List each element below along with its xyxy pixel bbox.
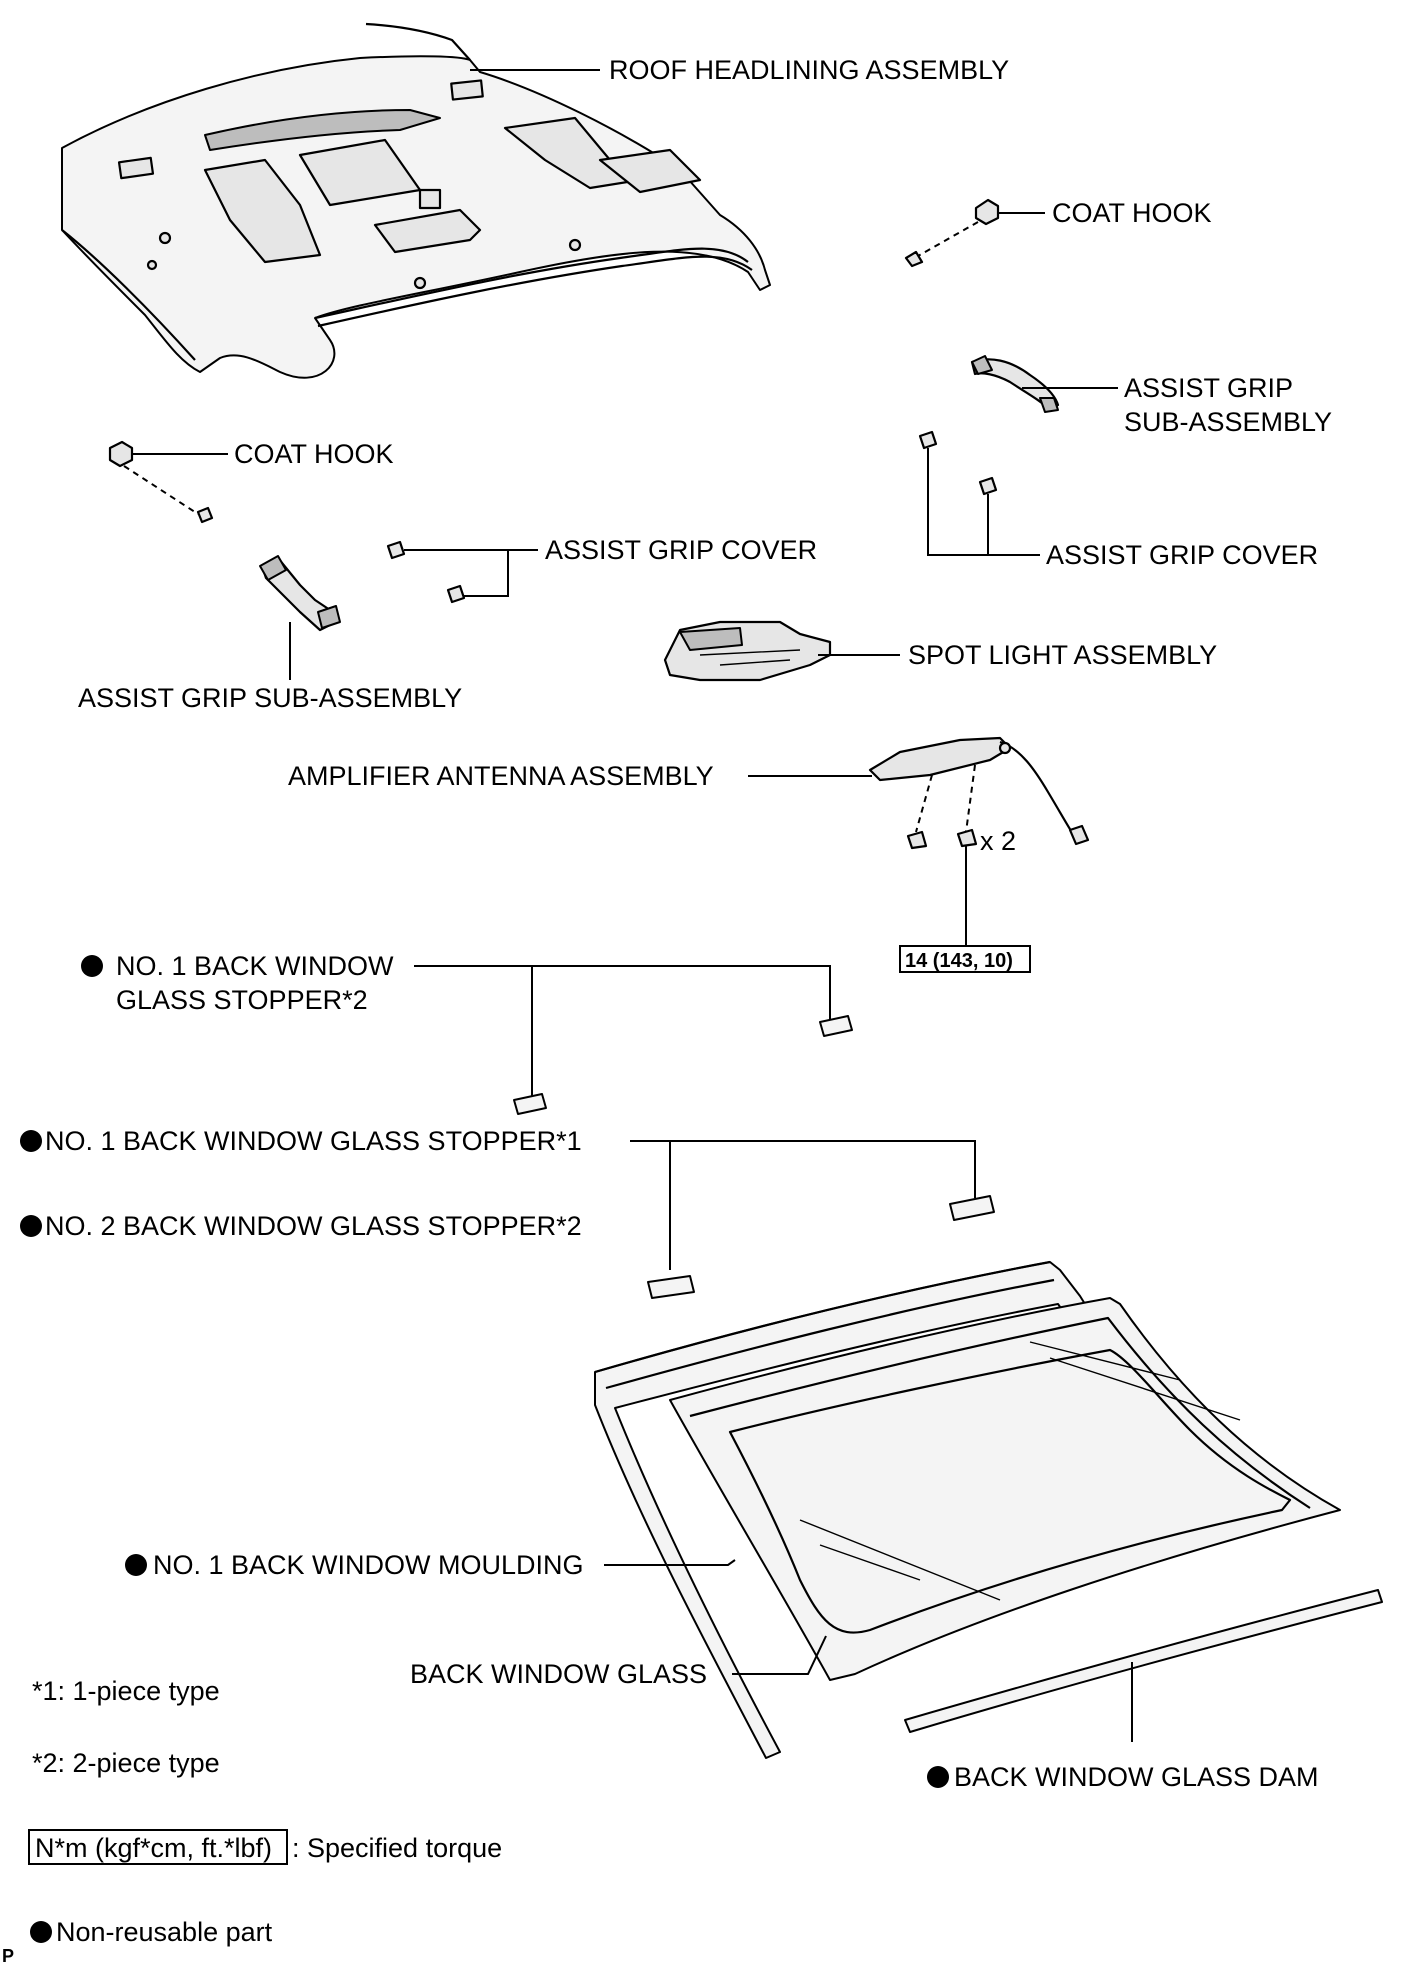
legend-torque-desc: : Specified torque	[292, 1833, 502, 1863]
stopper-no1-1pc-label: NO. 1 BACK WINDOW GLASS STOPPER*1	[45, 1126, 582, 1156]
stopper-no2-2pc-drawing	[647, 1275, 695, 1299]
legend-nonreusable-label: Non-reusable part	[56, 1917, 273, 1947]
assist-grip-cover-left-leader	[404, 549, 538, 597]
nonreusable-mark-glass-dam	[927, 1766, 949, 1788]
stopper-no1-2pc-leader	[414, 965, 831, 1098]
assist-grip-right-drawing	[970, 355, 1060, 413]
roof-headlining-drawing	[61, 22, 771, 379]
back-window-glass-leader	[732, 1635, 827, 1675]
assist-grip-cover-right-leader	[927, 448, 1040, 556]
assist-grip-right-label-2: SUB-ASSEMBLY	[1124, 407, 1332, 437]
assist-grip-left-drawing	[259, 555, 341, 632]
assist-grip-cover-right-label: ASSIST GRIP COVER	[1046, 540, 1318, 570]
spot-light-drawing	[663, 620, 832, 682]
glass-dam-label: BACK WINDOW GLASS DAM	[954, 1762, 1319, 1792]
moulding-label: NO. 1 BACK WINDOW MOULDING	[153, 1550, 584, 1580]
coat-hook-right-label: COAT HOOK	[1052, 198, 1212, 228]
legend-torque-unit: N*m (kgf*cm, ft.*lbf)	[35, 1833, 272, 1863]
nonreusable-mark-moulding	[125, 1554, 147, 1576]
coat-hook-right-drawing	[904, 198, 1000, 268]
nonreusable-mark-stopper-no1-1pc	[20, 1130, 42, 1152]
stopper-no1-1pc-upper	[949, 1195, 995, 1221]
nonreusable-mark-stopper-no1-2pc	[81, 955, 103, 977]
stopper-no1-2pc-lower	[513, 1093, 547, 1115]
amplifier-antenna-label: AMPLIFIER ANTENNA ASSEMBLY	[288, 761, 714, 791]
legend-nonreusable-mark	[30, 1921, 52, 1943]
torque-spec-value: 14 (143, 10)	[905, 950, 1013, 972]
stopper-no1-2pc-label-2: GLASS STOPPER*2	[116, 985, 368, 1015]
spot-light-label: SPOT LIGHT ASSEMBLY	[908, 640, 1217, 670]
torque-spec-box	[899, 945, 1031, 973]
moulding-leader	[604, 1559, 736, 1566]
amplifier-antenna-drawing	[868, 736, 1090, 850]
legend-torque-box	[28, 1829, 288, 1865]
coat-hook-left-label: COAT HOOK	[234, 439, 394, 469]
coat-hook-left-drawing	[108, 440, 214, 524]
legend-note-2: *2: 2-piece type	[32, 1748, 220, 1778]
assist-grip-right-label-1: ASSIST GRIP	[1124, 373, 1293, 403]
stopper-no1-2pc-label-1: NO. 1 BACK WINDOW	[116, 951, 394, 981]
legend-note-1: *1: 1-piece type	[32, 1676, 220, 1706]
back-window-glass-drawing	[594, 1260, 1341, 1759]
roof-headlining-label: ROOF HEADLINING ASSEMBLY	[609, 55, 1009, 85]
back-window-glass-label: BACK WINDOW GLASS	[410, 1659, 707, 1689]
stopper-no1-1pc-leader	[630, 1140, 976, 1270]
stopper-no1-2pc-upper	[819, 1015, 853, 1037]
nut-count-label: x 2	[980, 826, 1016, 856]
stopper-no2-2pc-label: NO. 2 BACK WINDOW GLASS STOPPER*2	[45, 1211, 582, 1241]
assist-grip-cover-right-drawing	[918, 430, 998, 496]
footer-code: P	[2, 1946, 14, 1963]
assist-grip-cover-left-label: ASSIST GRIP COVER	[545, 535, 817, 565]
assist-grip-left-label: ASSIST GRIP SUB-ASSEMBLY	[78, 683, 462, 713]
nonreusable-mark-stopper-no2	[20, 1215, 42, 1237]
assist-grip-cover-left-drawing	[386, 540, 466, 604]
glass-dam-drawing	[904, 1589, 1383, 1733]
